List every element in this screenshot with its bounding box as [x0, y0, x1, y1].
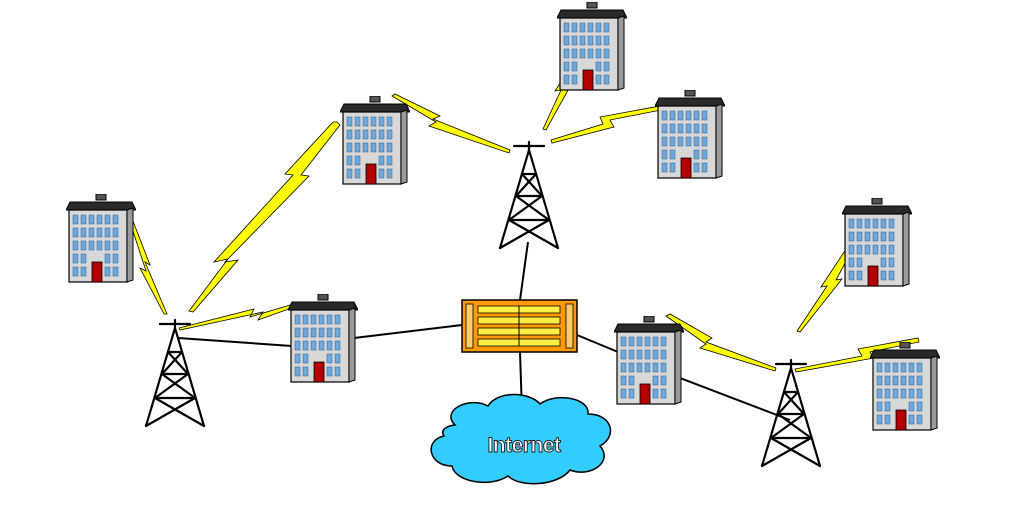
link-router-building-right: [576, 334, 619, 353]
radio-tower-icon: [498, 140, 560, 250]
lightning-bolt-icon: [391, 93, 511, 154]
link-tower-left-building: [177, 337, 293, 347]
radio-tower-icon: [144, 318, 206, 428]
lightning-bolt-icon: [665, 313, 777, 372]
link-building-tower-right: [679, 377, 791, 421]
office-building-icon: [655, 90, 725, 179]
office-building-icon: [340, 96, 410, 185]
lightning-bolt-icon: [178, 301, 301, 331]
office-building-icon: [557, 2, 627, 91]
office-building-icon: [288, 294, 358, 383]
office-building-icon: [614, 316, 684, 405]
internet-cloud: Internet: [430, 393, 612, 485]
office-building-icon: [66, 194, 136, 283]
wired-links: [177, 241, 791, 421]
lightning-bolt-icon: [550, 105, 662, 144]
lightning-bolt-icon: [127, 215, 168, 315]
link-router-tower-top: [519, 241, 529, 301]
internet-cloud-icon: [430, 393, 612, 485]
office-building-icon: [842, 198, 912, 287]
router-switch-icon: [461, 299, 578, 353]
link-router-building-left: [353, 324, 463, 339]
lightning-bolt-icon: [188, 121, 341, 313]
internet-label: Internet: [487, 434, 561, 457]
office-building-icon: [870, 342, 940, 431]
